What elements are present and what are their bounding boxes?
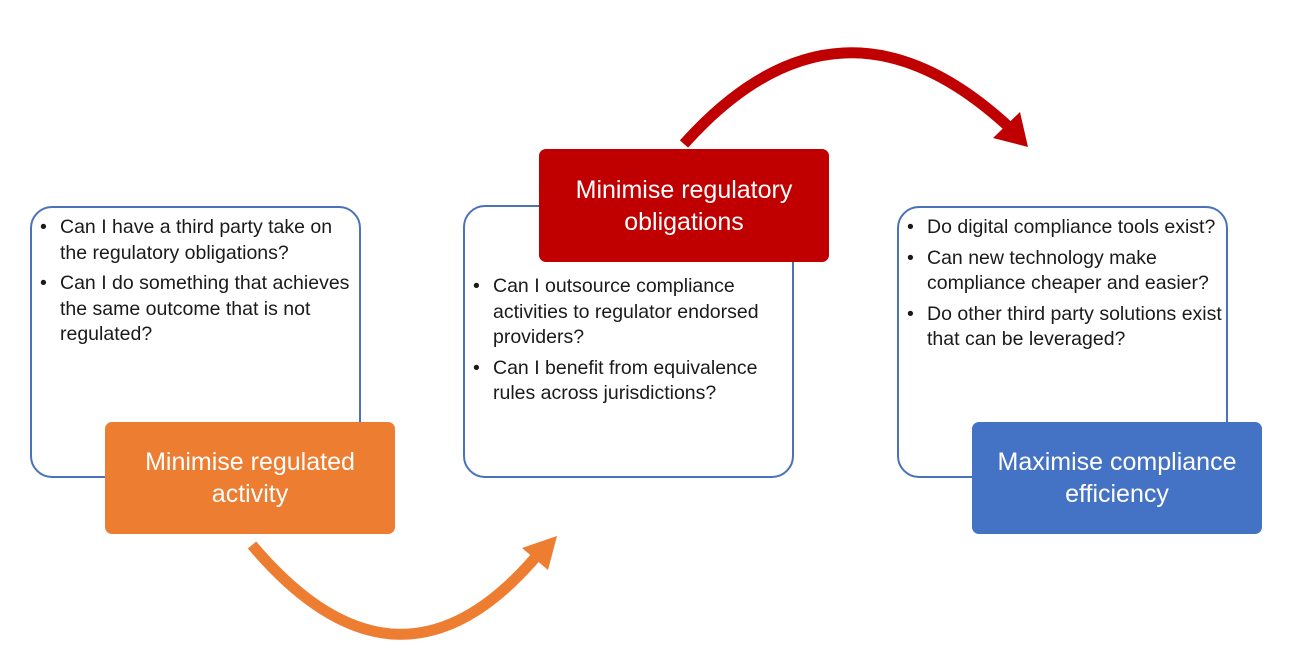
question-text: Can I outsource compliance activities to…	[493, 275, 759, 348]
stage-2-label: Minimise regulatory obligations	[539, 149, 829, 262]
bullet-icon: •	[907, 246, 914, 269]
stage-2-label-text: Minimise regulatory obligations	[575, 175, 793, 236]
bullet-icon: •	[473, 356, 480, 379]
stage-1-label-text: Minimise regulated activity	[145, 448, 355, 508]
red-arrowhead-icon	[993, 112, 1028, 147]
stage-2-questions: • Can I outsource compliance activities t…	[473, 274, 791, 412]
question-item: • Do other third party solutions exist th…	[907, 302, 1225, 353]
question-item: • Can I outsource compliance activities t…	[473, 274, 791, 351]
stage-3-label-text: Maximise compliance efficiency	[997, 448, 1237, 508]
question-item: • Can I do something that achieves the sa…	[40, 271, 358, 348]
question-item: • Do digital compliance tools exist?	[907, 215, 1225, 241]
question-text: Can I have a third party take on the reg…	[60, 216, 333, 264]
question-item: • Can I have a third party take on the re…	[40, 215, 358, 266]
stage-3-label: Maximise compliance efficiency	[972, 422, 1262, 534]
question-text: Can I benefit from equivalence rules acr…	[493, 356, 758, 405]
question-text: Can new technology make compliance cheap…	[927, 246, 1209, 295]
question-item: • Can I benefit from equivalence rules ac…	[473, 356, 791, 407]
orange-flow-arrow	[247, 541, 545, 640]
stage-1-questions: • Can I have a third party take on the re…	[40, 215, 358, 353]
orange-arrowhead-icon	[522, 536, 557, 570]
stage-3-questions: • Do digital compliance tools exist? • Can…	[907, 215, 1225, 358]
question-text: Can I do something that achieves the sam…	[60, 272, 350, 345]
bullet-icon: •	[473, 275, 480, 297]
bullet-icon: •	[40, 272, 47, 294]
bullet-icon: •	[40, 216, 47, 238]
question-text: Do other third party solutions exist tha…	[927, 302, 1222, 351]
bullet-icon: •	[907, 302, 914, 325]
bullet-icon: •	[907, 216, 914, 238]
question-text: Do digital compliance tools exist?	[927, 216, 1216, 238]
red-flow-arrow	[679, 47, 1014, 148]
question-item: • Can new technology make compliance chea…	[907, 246, 1225, 297]
stage-1-label: Minimise regulated activity	[105, 422, 395, 534]
